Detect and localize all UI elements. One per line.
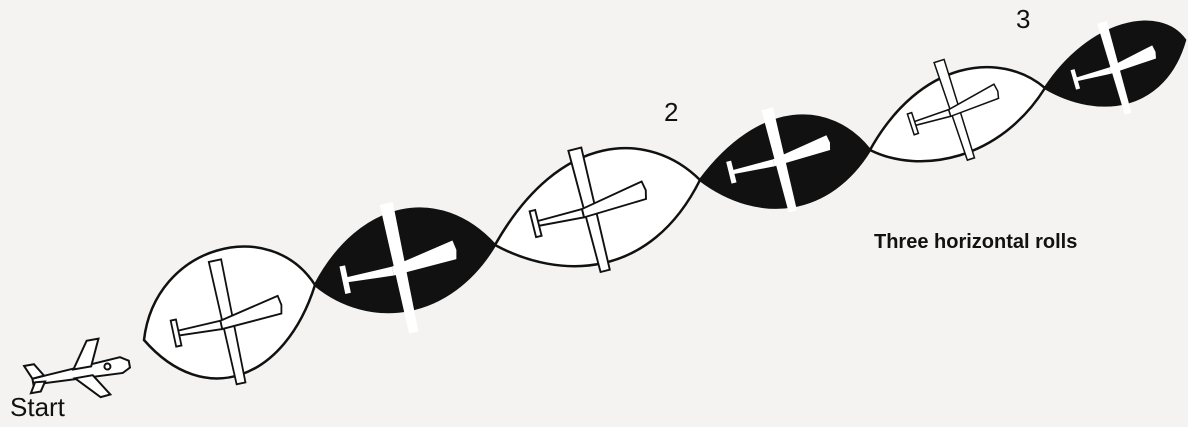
diagram-caption: Three horizontal rolls [874, 231, 1077, 254]
roll-number-3: 3 [1016, 4, 1030, 35]
roll-number-2: 2 [664, 97, 678, 128]
start-label: Start [10, 392, 65, 423]
